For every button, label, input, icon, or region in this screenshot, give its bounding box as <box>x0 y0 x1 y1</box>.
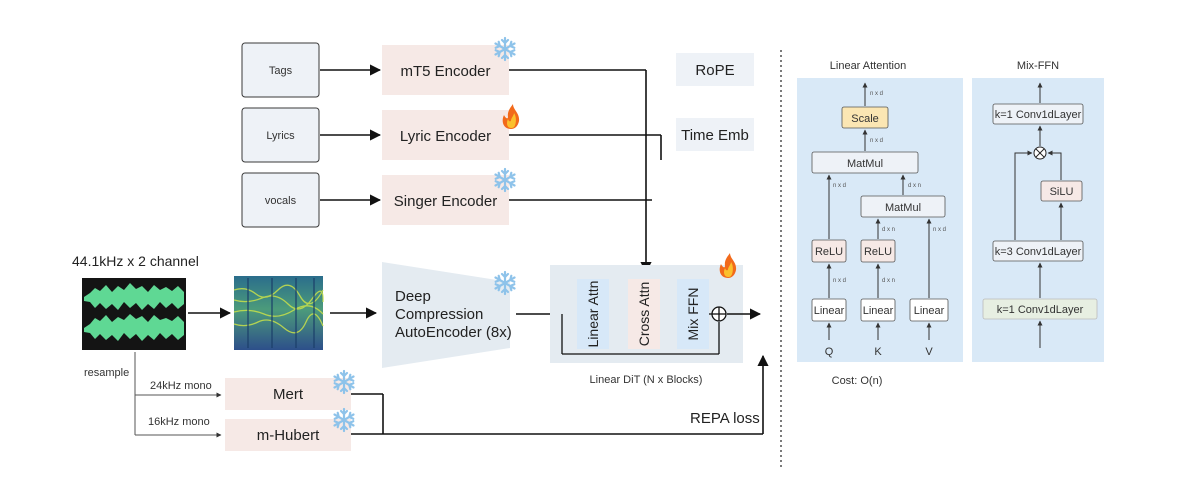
hubert-box: m-Hubert <box>225 419 351 451</box>
singer-encoder-box: Singer Encoder <box>382 175 509 225</box>
conv-top-label: k=1 Conv1dLayer <box>995 109 1082 121</box>
repa-loss-path <box>351 354 769 435</box>
dim-label: d x n <box>882 278 895 284</box>
spectrogram-image <box>233 276 324 350</box>
linear-k-node: Linear <box>860 298 896 322</box>
dim-label: n x d <box>933 227 946 233</box>
multiply-node <box>1033 146 1047 160</box>
mix-ffn-title: Mix-FFN <box>1017 60 1059 72</box>
linear-attention-arrows <box>826 82 932 340</box>
linear-q-node: Linear <box>811 298 847 322</box>
dim-label: n x d <box>870 138 883 144</box>
q-input-label: Q <box>825 346 834 358</box>
dim-label: n x d <box>833 183 846 189</box>
lyric-encoder-box: Lyric Encoder <box>382 110 509 160</box>
cross-attn-box <box>628 279 660 349</box>
conv-mid-node: k=3 Conv1dLayer <box>992 240 1084 262</box>
linear-attn-box <box>577 279 609 349</box>
lyric-encoder-label: Lyric Encoder <box>400 128 491 145</box>
silu-label: SiLU <box>1050 186 1074 198</box>
vocals-input-box: vocals <box>241 172 320 228</box>
mono16-label: 16kHz mono <box>148 416 210 428</box>
relu-k-node: ReLU <box>860 239 896 263</box>
rope-box: RoPE <box>676 53 754 86</box>
cross-attn-label: Cross Attn <box>636 282 652 347</box>
dcae-label-line3: AutoEncoder (8x) <box>395 324 512 341</box>
tags-label: Tags <box>269 65 293 77</box>
waveform-image <box>82 278 186 350</box>
mix-ffn-box <box>677 279 709 349</box>
dcae-label-line1: Deep <box>395 288 431 305</box>
linear-v-node: Linear <box>909 298 949 322</box>
matmul-inner-label: MatMul <box>885 202 921 214</box>
dim-label: n x d <box>870 91 883 97</box>
conv-top-node: k=1 Conv1dLayer <box>992 103 1084 125</box>
time-emb-label: Time Emb <box>681 127 749 144</box>
lyrics-label: Lyrics <box>266 130 295 142</box>
encoder-to-dit-connectors <box>509 69 662 274</box>
lyrics-input-box: Lyrics <box>241 107 320 163</box>
relu-q-label: ReLU <box>815 246 843 258</box>
mt5-encoder-box: mT5 Encoder <box>382 45 509 95</box>
mono24-label: 24kHz mono <box>150 380 212 392</box>
repa-loss-label: REPA loss <box>690 410 760 427</box>
audio-format-label: 44.1kHz x 2 channel <box>72 253 199 269</box>
dim-label: n x d <box>833 278 846 284</box>
relu-k-label: ReLU <box>864 246 892 258</box>
hubert-label: m-Hubert <box>257 427 320 444</box>
vocals-label: vocals <box>265 195 297 207</box>
linear-attn-label: Linear Attn <box>585 281 601 348</box>
tags-input-box: Tags <box>241 42 320 98</box>
dit-caption: Linear DiT (N x Blocks) <box>590 374 703 386</box>
dim-label: d x n <box>908 183 921 189</box>
cost-label: Cost: O(n) <box>832 375 883 387</box>
time-emb-box: Time Emb <box>676 118 754 151</box>
dcae-label-line2: Compression <box>395 306 483 323</box>
linear-k-label: Linear <box>863 305 894 317</box>
v-input-label: V <box>925 346 933 358</box>
conv-mid-label: k=3 Conv1dLayer <box>995 246 1082 258</box>
mert-box: Mert <box>225 378 351 410</box>
relu-q-node: ReLU <box>811 239 847 263</box>
singer-encoder-label: Singer Encoder <box>394 193 497 210</box>
mix-ffn-arrows <box>1014 82 1064 348</box>
dit-residual-path <box>561 306 727 355</box>
scale-label: Scale <box>851 113 879 125</box>
resample-label: resample <box>84 367 129 379</box>
conv-bottom-node: k=1 Conv1dLayer <box>982 298 1098 320</box>
dim-label: d x n <box>882 227 895 233</box>
matmul-top-label: MatMul <box>847 158 883 170</box>
matmul-inner-node: MatMul <box>860 195 946 218</box>
dcae-block: Deep Compression AutoEncoder (8x) <box>382 262 512 368</box>
silu-node: SiLU <box>1040 180 1083 202</box>
k-input-label: K <box>874 346 882 358</box>
conv-bottom-label: k=1 Conv1dLayer <box>997 304 1084 316</box>
linear-attention-title: Linear Attention <box>830 60 906 72</box>
mix-ffn-label: Mix FFN <box>685 288 701 341</box>
mt5-encoder-label: mT5 Encoder <box>400 63 490 80</box>
linear-v-label: Linear <box>914 305 945 317</box>
resample-branch <box>134 352 222 438</box>
matmul-top-node: MatMul <box>811 151 919 174</box>
scale-node: Scale <box>841 106 889 129</box>
mert-label: Mert <box>273 386 304 403</box>
linear-q-label: Linear <box>814 305 845 317</box>
rope-label: RoPE <box>695 62 734 79</box>
